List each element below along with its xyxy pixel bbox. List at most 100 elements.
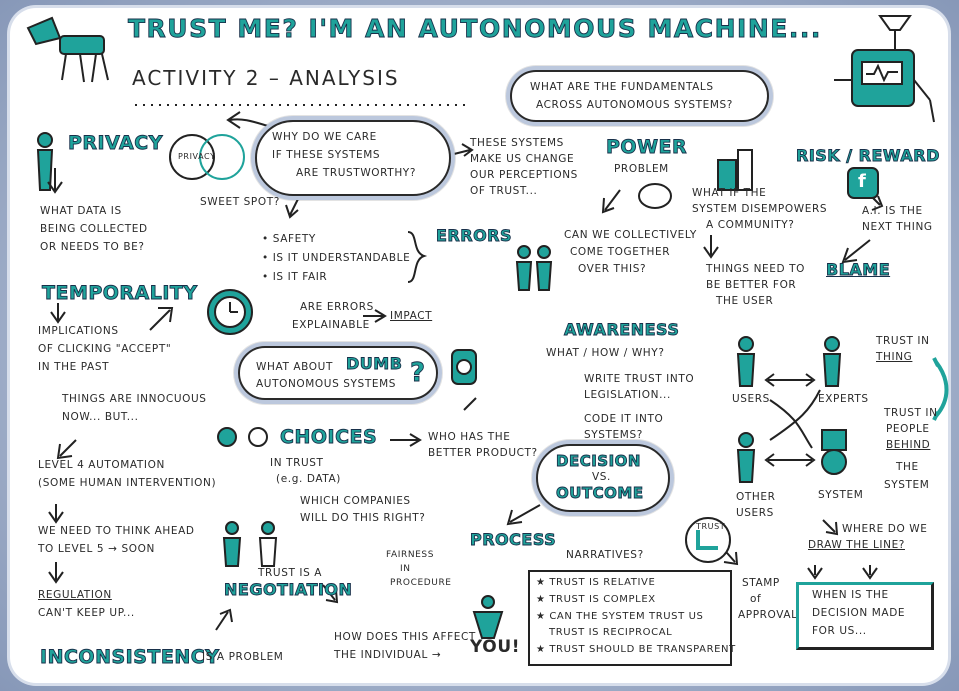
- outcome-word: OUTCOME: [556, 484, 644, 503]
- value-fair: • IS IT FAIR: [262, 271, 328, 283]
- value-understandable: • IS IT UNDERSTANDABLE: [262, 252, 411, 264]
- page-title: TRUST ME? I'M AN AUTONOMOUS MACHINE...: [128, 14, 822, 44]
- in-trust-line-1: IN TRUST: [270, 457, 324, 469]
- decision-box-line-1: WHEN IS THE: [812, 589, 889, 601]
- ai-line-1: A.I. IS THE: [862, 205, 923, 217]
- principle-transparent: ★ TRUST SHOULD BE TRANSPARENT: [536, 644, 736, 655]
- why-care-line-1: WHY DO WE CARE: [272, 131, 377, 143]
- trust-principles-box: [528, 570, 732, 666]
- users-figure-icon: [736, 336, 756, 387]
- regulation-line-1: REGULATION: [38, 589, 112, 601]
- code-line-2: SYSTEMS?: [584, 429, 643, 441]
- trust-people-line-4: THE: [896, 461, 919, 473]
- person-icon: [36, 132, 54, 191]
- choices-heading: CHOICES: [280, 426, 378, 449]
- automation-line-1: LEVEL 4 AUTOMATION: [38, 459, 165, 471]
- principle-relative: ★ TRUST IS RELATIVE: [536, 577, 656, 588]
- vs-word: VS.: [592, 471, 611, 483]
- dumb-line-1: WHAT ABOUT: [256, 361, 333, 373]
- legislation-line-1: WRITE TRUST INTO: [584, 373, 695, 385]
- explainable-line-1: ARE ERRORS: [300, 301, 374, 313]
- perceptions-line-2: MAKE US CHANGE: [470, 153, 575, 165]
- perceptions-line-1: THESE SYSTEMS: [470, 137, 564, 149]
- temporality-line-3: IN THE PAST: [38, 361, 110, 373]
- why-care-line-2: IF THESE SYSTEMS: [272, 149, 381, 161]
- dumb-line-2: AUTONOMOUS SYSTEMS: [256, 378, 396, 390]
- power-heading: POWER: [606, 136, 688, 159]
- fairness-line-3: PROCEDURE: [390, 578, 452, 588]
- risk-reward-heading: RISK / REWARD: [796, 146, 940, 166]
- awareness-heading: AWARENESS: [564, 320, 680, 340]
- privacy-line-3: OR NEEDS TO BE?: [40, 241, 145, 253]
- apple-icon: [217, 427, 237, 447]
- better-line-3: THE USER: [716, 295, 774, 307]
- decision-box-line-2: DECISION MADE: [812, 607, 906, 619]
- venn-label: PRIVACY: [178, 152, 216, 161]
- legislation-line-2: LEGISLATION...: [584, 389, 671, 401]
- think-ahead-line-2: TO LEVEL 5 → SOON: [38, 543, 155, 555]
- privacy-heading: PRIVACY: [68, 132, 163, 155]
- innocuous-line-2: NOW... BUT...: [62, 411, 139, 423]
- trust-people-line-5: SYSTEM: [884, 479, 930, 491]
- disempower-line-3: A COMMUNITY?: [706, 219, 795, 231]
- in-trust-line-2: (e.g. DATA): [276, 473, 341, 485]
- think-ahead-line-1: WE NEED TO THINK AHEAD: [38, 525, 195, 537]
- perceptions-line-4: OF TRUST...: [470, 185, 538, 197]
- inconsistency-tail: IS A PROBLEM: [202, 651, 284, 663]
- narratives-label: NARRATIVES?: [566, 549, 644, 561]
- you-label: YOU!: [470, 637, 521, 657]
- better-line-2: BE BETTER FOR: [706, 279, 797, 291]
- impact-label: IMPACT: [390, 310, 433, 322]
- decision-made-box: [796, 582, 934, 650]
- fundamentals-cloud: [510, 70, 769, 122]
- code-line-1: CODE IT INTO: [584, 413, 664, 425]
- collective-line-3: OVER THIS?: [578, 263, 647, 275]
- blame-label: BLAME: [826, 260, 891, 280]
- temporality-line-1: IMPLICATIONS: [38, 325, 119, 337]
- ai-line-2: NEXT THING: [862, 221, 933, 233]
- temporality-heading: TEMPORALITY: [42, 282, 198, 305]
- privacy-line-1: WHAT DATA IS: [40, 205, 122, 217]
- decision-word: DECISION: [556, 452, 641, 471]
- alarm-clock-icon: [207, 289, 253, 335]
- sketchnote-sheet: [10, 8, 948, 683]
- other-users-line-1: OTHER: [736, 491, 776, 503]
- inconsistency-heading: INCONSISTENCY: [40, 646, 220, 669]
- fundamentals-line-1: WHAT ARE THE FUNDAMENTALS: [530, 81, 714, 93]
- dumb-word: DUMB: [346, 354, 403, 374]
- stamp-line-3: APPROVAL: [738, 609, 798, 621]
- principle-system-trust: ★ CAN THE SYSTEM TRUST US: [536, 611, 704, 622]
- which-line-1: WHICH COMPANIES: [300, 495, 411, 507]
- smart-speaker-icon: [451, 349, 477, 385]
- trust-people-line-2: PEOPLE: [886, 423, 930, 435]
- other-users-line-2: USERS: [736, 507, 774, 519]
- collective-line-1: CAN WE COLLECTIVELY: [564, 229, 697, 241]
- trust-people-line-3: BEHIND: [886, 439, 931, 451]
- trust-people-line-1: TRUST IN: [884, 407, 938, 419]
- other-users-figure-icon: [736, 432, 756, 483]
- buildings-icon: [717, 149, 753, 191]
- system-label: SYSTEM: [818, 489, 864, 501]
- temporality-line-2: OF CLICKING "ACCEPT": [38, 343, 172, 355]
- stamp-icon: [685, 517, 731, 563]
- negotiation-heading: NEGOTIATION: [224, 580, 353, 600]
- privacy-line-2: BEING COLLECTED: [40, 223, 148, 235]
- you-figure-icon: [472, 595, 504, 639]
- principle-reciprocal: TRUST IS RECIPROCAL: [549, 627, 673, 638]
- who-line-2: BETTER PRODUCT?: [428, 447, 538, 459]
- perceptions-line-3: OUR PERCEPTIONS: [470, 169, 578, 181]
- draw-line-1: WHERE DO WE: [842, 523, 928, 535]
- users-label: USERS: [732, 393, 770, 405]
- stamp-line-1: STAMP: [742, 577, 780, 589]
- venn-diagram-icon: [169, 134, 245, 180]
- fairness-line-2: IN: [400, 564, 411, 574]
- sweet-spot: SWEET SPOT?: [200, 196, 280, 208]
- facebook-letter: f: [858, 171, 866, 192]
- decision-outcome-cloud: [536, 444, 670, 512]
- stamp-line-2: of: [750, 593, 762, 605]
- negotiation-pre: TRUST IS A: [258, 567, 323, 579]
- dumb-systems-cloud: [238, 346, 438, 400]
- explainable-line-2: EXPLAINABLE: [292, 319, 370, 331]
- power-sub: PROBLEM: [614, 163, 669, 175]
- activity-subtitle: ACTIVITY 2 – ANALYSIS: [132, 66, 400, 90]
